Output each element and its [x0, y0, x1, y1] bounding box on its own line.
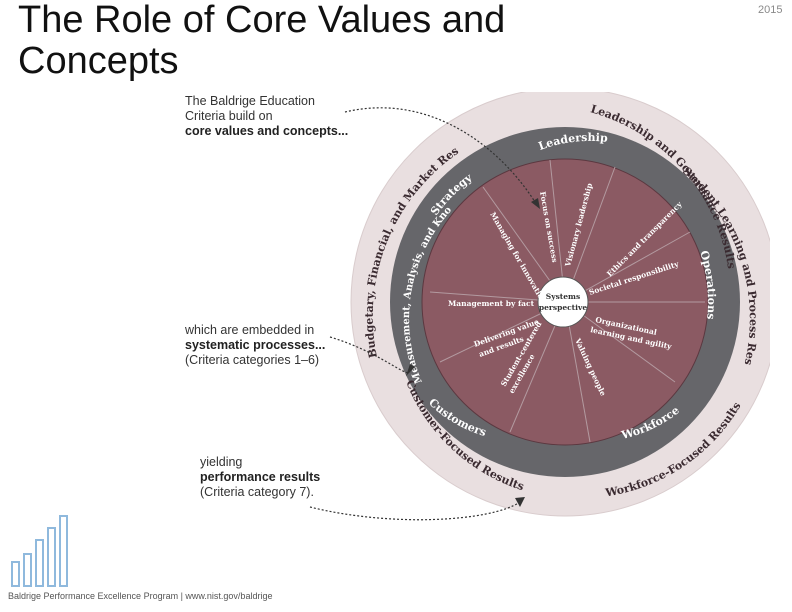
systems-perspective-label-2: perspective [539, 303, 587, 312]
note-line: (Criteria categories 1–6) [185, 353, 320, 367]
note-line: The Baldrige Education [185, 94, 315, 108]
slide-title: The Role of Core Values and Concepts [18, 0, 506, 82]
arrow-head [515, 497, 525, 507]
arrow-head [406, 364, 415, 376]
arrow-core-values [344, 107, 536, 203]
slide-year: 2015 [758, 4, 783, 16]
core-value-management-by-fact: Management by fact [448, 299, 535, 308]
note-line-bold: performance results [200, 470, 321, 484]
footer-text: Baldrige Performance Excellence Program … [8, 591, 273, 601]
note-line: (Criteria category 7). [200, 485, 314, 499]
note-line-bold: systematic processes... [185, 338, 326, 352]
systems-perspective-label-1: Systems [546, 292, 580, 301]
baldrige-logo [11, 515, 68, 587]
arrow-head [531, 198, 540, 209]
note-results: yielding performance results (Criteria c… [200, 455, 320, 500]
systems-perspective-circle [537, 276, 589, 328]
note-line: yielding [200, 455, 243, 469]
note-core-values: The Baldrige Education Criteria build on… [185, 94, 348, 139]
baldrige-framework-diagram: Systems perspective Leadership and Gover… [170, 92, 770, 521]
note-line: Criteria build on [185, 109, 273, 123]
note-line: which are embedded in [185, 323, 315, 337]
arrow-results [309, 501, 521, 521]
note-line-bold: core values and concepts... [185, 124, 349, 138]
note-processes: which are embedded in systematic process… [185, 323, 325, 368]
